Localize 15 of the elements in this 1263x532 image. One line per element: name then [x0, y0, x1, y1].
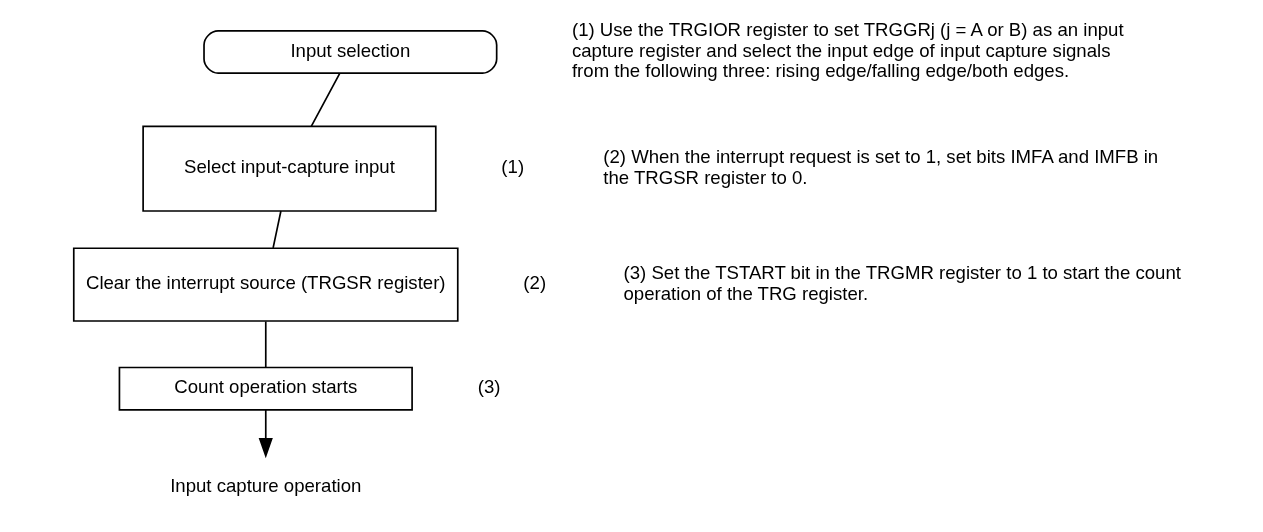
node-label: (1) [500, 156, 524, 178]
node-box: Count operation starts [118, 366, 413, 411]
node-box: Input selection [202, 30, 497, 74]
label: (3) Set the TSTART bit in the TRGMR register to 1 to start the count operation of the TRG register. [623, 262, 1181, 304]
node-box: Select input-capture input [141, 125, 437, 212]
connector [264, 320, 267, 369]
node-label: (3) [477, 376, 500, 398]
connector [309, 72, 341, 128]
node-text: Input capture operation [169, 474, 361, 496]
arrow [258, 409, 273, 459]
node-label: (2) [522, 272, 546, 294]
label: (2) When the interrupt request is set to 1, set bits IMFA and IMFB in the TRGSR register to 0. [602, 146, 1158, 188]
node-box: Clear the interrupt source (TRGSR register) [72, 247, 459, 322]
label: (1) Use the TRGIOR register to set TRGGRj (j = A or B) as an input capture register and select the input edge of input capture signals from the following three: rising edge/falling edge/both edges. [571, 19, 1124, 82]
connector [271, 210, 282, 249]
